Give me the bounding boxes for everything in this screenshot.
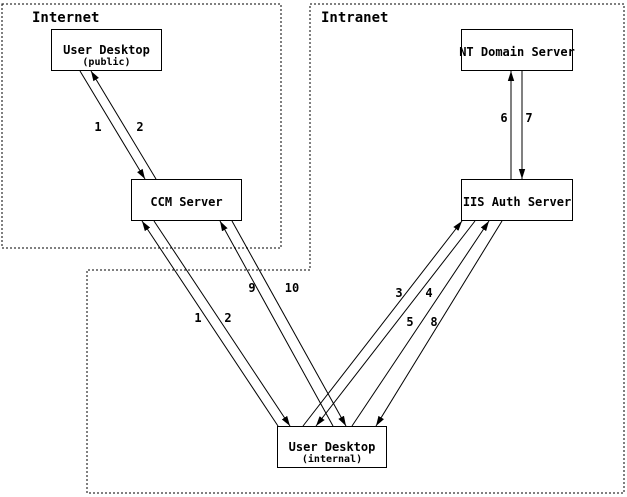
edge-label-2: 2 — [136, 120, 144, 134]
edge-label-3: 3 — [395, 286, 403, 300]
edge-label-8: 8 — [430, 315, 438, 329]
edge-iis-auth-server-to-user-desktop-internal — [375, 220, 503, 427]
node-ccm-server: CCM Server — [131, 179, 242, 221]
edge-ccm-server-to-user-desktop-public — [90, 70, 157, 180]
edge-iis-auth-server-to-user-desktop-internal — [315, 220, 476, 427]
region-label-internet: Internet — [32, 10, 100, 26]
node-user-desktop-internal: User Desktop (internal) — [277, 426, 387, 468]
edge-label-2: 2 — [224, 311, 232, 325]
node-iis-auth-server: IIS Auth Server — [461, 179, 573, 221]
node-label: User Desktop — [288, 440, 376, 454]
node-label: CCM Server — [150, 195, 223, 209]
edge-user-desktop-internal-to-ccm-server — [141, 220, 279, 427]
edge-ccm-server-to-user-desktop-internal — [231, 220, 347, 427]
edge-label-1: 1 — [94, 120, 102, 134]
edge-label-10: 10 — [284, 281, 300, 295]
edge-label-6: 6 — [500, 111, 508, 125]
node-label: NT Domain Server — [459, 45, 575, 59]
edge-user-desktop-internal-to-iis-auth-server — [302, 220, 463, 427]
edge-label-7: 7 — [525, 111, 533, 125]
node-nt-domain-server: NT Domain Server — [459, 29, 575, 71]
node-label: IIS Auth Server — [462, 195, 572, 209]
edge-label-1: 1 — [194, 311, 202, 325]
edge-user-desktop-public-to-ccm-server — [79, 70, 146, 180]
node-sublabel: (public) — [82, 57, 131, 68]
node-sublabel: (internal) — [301, 454, 363, 465]
region-boundary-internet — [1, 3, 282, 249]
node-user-desktop-public: User Desktop (public) — [51, 29, 162, 71]
region-boundary-intranet — [86, 3, 625, 494]
edge-label-5: 5 — [406, 315, 414, 329]
edge-ccm-server-to-user-desktop-internal — [153, 220, 291, 427]
region-label-intranet: Intranet — [321, 10, 389, 26]
edge-user-desktop-internal-to-iis-auth-server — [351, 220, 490, 427]
edge-label-4: 4 — [425, 286, 433, 300]
edge-label-9: 9 — [248, 281, 256, 295]
node-label: User Desktop — [63, 43, 150, 57]
edge-user-desktop-internal-to-ccm-server — [219, 220, 334, 427]
